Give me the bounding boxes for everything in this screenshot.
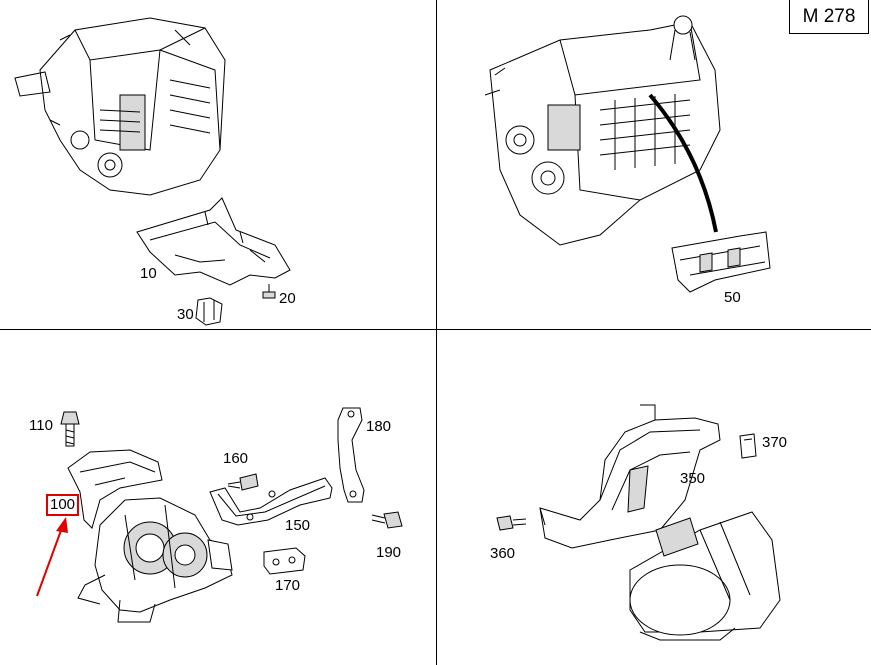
part-label-30[interactable]: 30 xyxy=(177,306,194,323)
part-150-bracket xyxy=(209,477,333,526)
part-label-150[interactable]: 150 xyxy=(285,517,311,534)
part-370-clip xyxy=(739,433,757,459)
starter-motor xyxy=(629,511,781,641)
part-350-bracket xyxy=(539,404,721,549)
highlight-arrow xyxy=(36,517,68,597)
part-label-360[interactable]: 360 xyxy=(490,545,516,562)
part-170-bracket xyxy=(263,547,306,575)
engine-illustration-left xyxy=(14,17,226,196)
part-label-50[interactable]: 50 xyxy=(724,289,741,306)
part-label-160[interactable]: 160 xyxy=(223,450,249,467)
part-label-190[interactable]: 190 xyxy=(376,544,402,561)
part-20-bolt xyxy=(262,284,276,299)
part-30-clip xyxy=(195,297,223,326)
part-label-110[interactable]: 110 xyxy=(29,417,53,434)
model-code-box: M 278 xyxy=(789,0,869,34)
part-label-370[interactable]: 370 xyxy=(762,434,788,451)
part-label-170[interactable]: 170 xyxy=(275,577,301,594)
panel-divider-horizontal xyxy=(0,329,871,330)
part-50-cover xyxy=(671,231,771,293)
part-160-bolt xyxy=(227,473,259,491)
part-label-20[interactable]: 20 xyxy=(279,290,296,307)
part-180-bracket xyxy=(337,407,365,503)
panel-divider-vertical xyxy=(436,0,437,665)
part-50-leader-line xyxy=(648,93,718,233)
part-190-bolt xyxy=(371,511,403,529)
part-110-bolt xyxy=(60,411,80,447)
part-100-turbocharger xyxy=(77,497,233,623)
part-360-bolt xyxy=(496,515,527,531)
part-label-350[interactable]: 350 xyxy=(680,470,706,487)
engine-illustration-right xyxy=(484,15,721,246)
part-100-heat-shield xyxy=(67,449,163,529)
part-10-shield xyxy=(136,197,291,286)
part-label-180[interactable]: 180 xyxy=(366,418,392,435)
part-label-10[interactable]: 10 xyxy=(140,265,157,282)
part-label-100[interactable]: 100 xyxy=(46,494,80,516)
